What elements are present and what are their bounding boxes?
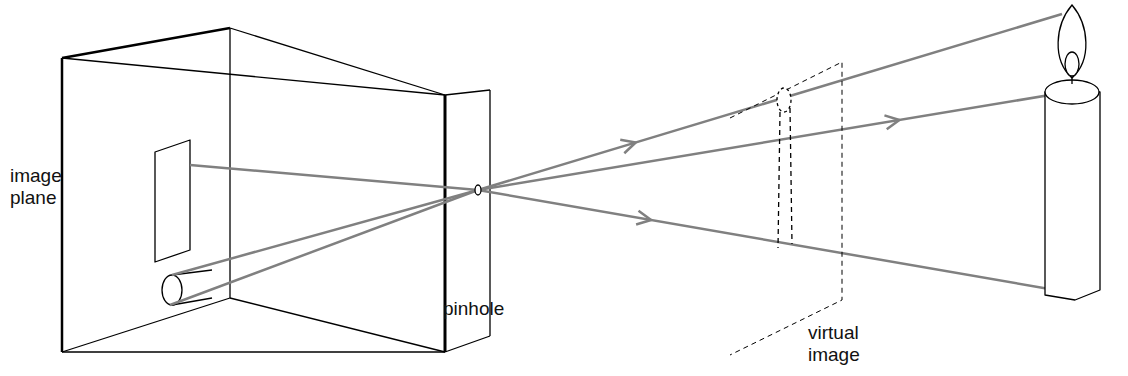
- camera-edge: [230, 298, 445, 352]
- camera-edge: [445, 90, 490, 95]
- camera-edge: [62, 28, 230, 58]
- virtual-image-plane: [730, 62, 842, 355]
- virtual-candle-side: [778, 112, 780, 248]
- candle-body: [1045, 92, 1100, 300]
- virtual-flame: [777, 88, 791, 112]
- light-ray: [478, 190, 1055, 290]
- candle-inner-flame: [1065, 52, 1079, 76]
- virtual-candle-side: [790, 108, 792, 244]
- light-ray: [172, 190, 478, 275]
- image-plane-sheet: [155, 140, 190, 262]
- part-label: virtual image: [808, 322, 898, 366]
- part-label: pinhole: [443, 298, 533, 320]
- camera-edge: [445, 336, 490, 352]
- camera-edge: [61, 58, 64, 352]
- light-ray: [478, 14, 1062, 190]
- camera-edge: [62, 58, 445, 95]
- light-ray: [190, 165, 478, 190]
- ray-arrowhead: [636, 211, 651, 225]
- camera-edge: [62, 298, 230, 352]
- pinhole-opening: [475, 185, 481, 195]
- candle-flame: [1058, 5, 1086, 78]
- ray-arrowhead: [884, 115, 899, 129]
- ray-arrowhead: [620, 140, 635, 153]
- camera-edge: [62, 351, 445, 352]
- light-ray: [170, 190, 478, 305]
- part-label: image plane: [10, 165, 82, 209]
- candle-wick: [1071, 76, 1072, 84]
